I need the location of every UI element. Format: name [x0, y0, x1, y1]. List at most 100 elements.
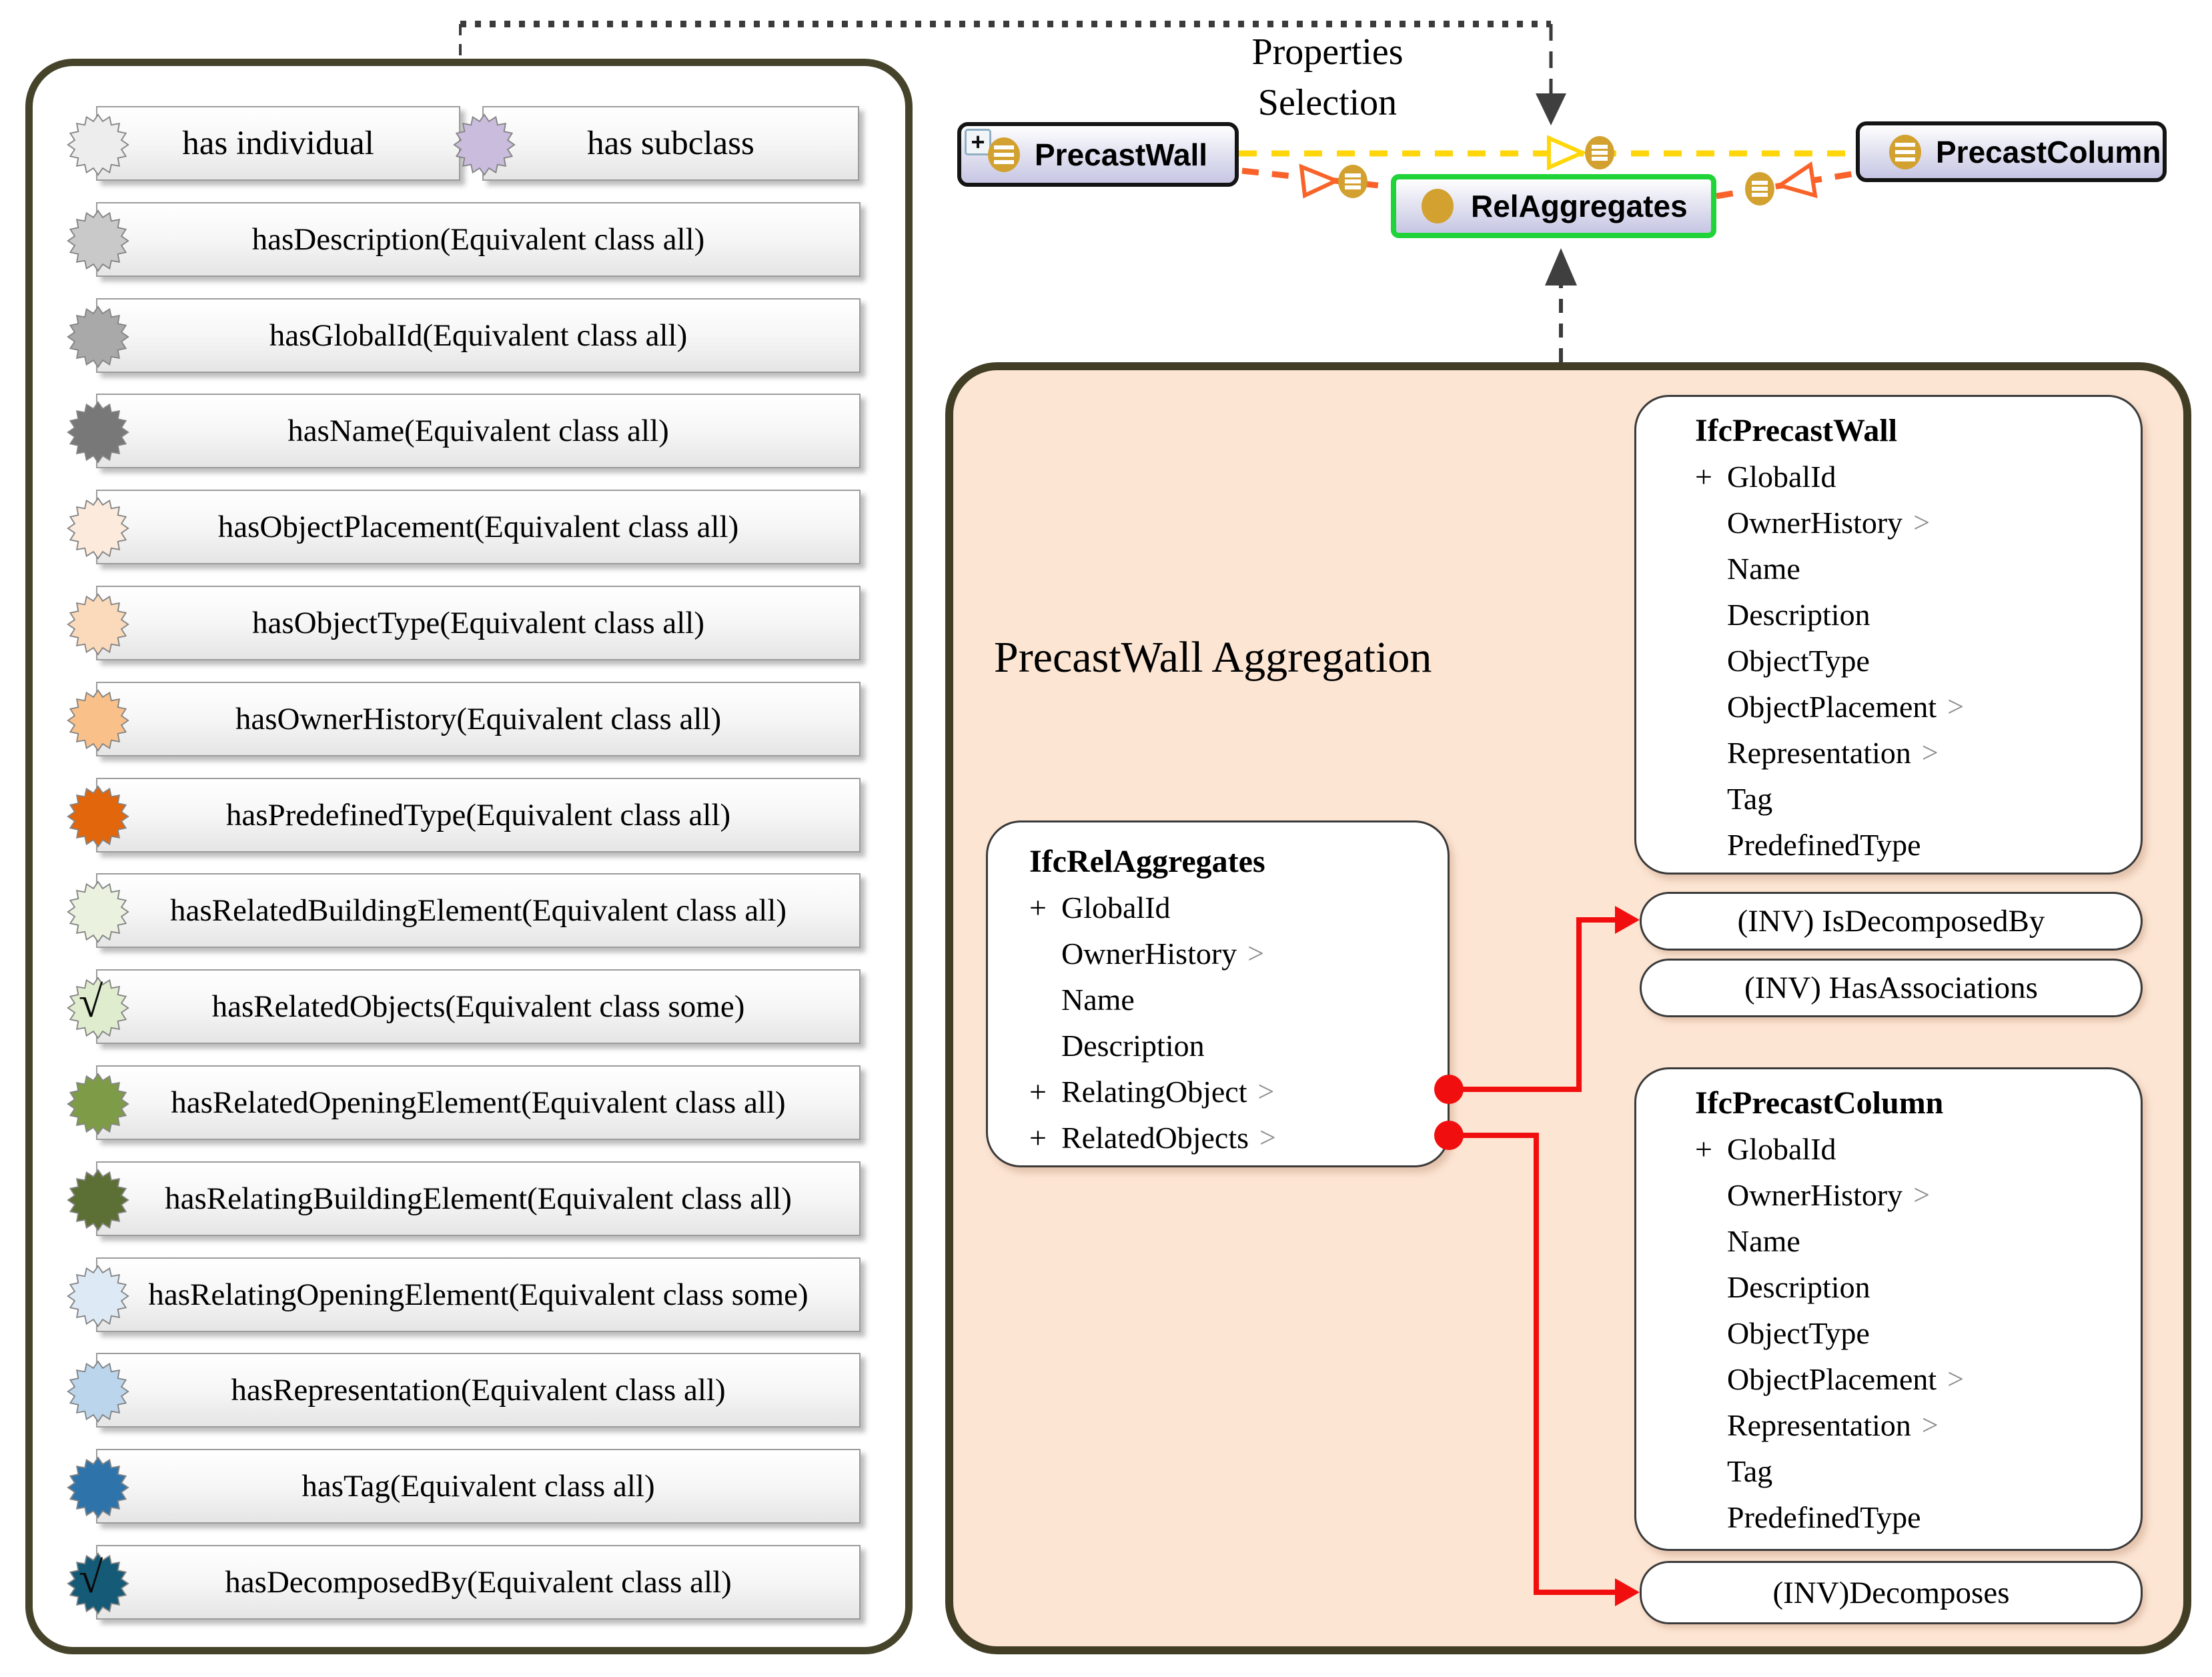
field-label: Representation — [1727, 1408, 1911, 1442]
invbox-label: (INV)Decomposes — [1772, 1575, 2010, 1610]
property-label: hasPredefinedType(Equivalent class all) — [225, 798, 731, 832]
field-label: PredefinedType — [1727, 1500, 1921, 1534]
field-label: OwnerHistory — [1727, 506, 1903, 540]
down-arrowhead-icon — [1536, 93, 1566, 125]
field-label: ObjectPlacement — [1727, 1362, 1937, 1396]
chevron-right-icon: > — [1259, 1121, 1276, 1154]
property-label: hasRelatedBuildingElement(Equivalent cla… — [169, 893, 787, 928]
class-field-row: Representation > — [1695, 1402, 2141, 1448]
field-label: GlobalId — [1061, 891, 1171, 925]
property-label: hasRelatedOpeningElement(Equivalent clas… — [171, 1085, 786, 1120]
class-field-row: ObjectPlacement > — [1695, 684, 2141, 730]
node-label: PrecastColumn — [1936, 134, 2161, 169]
property-star-icon — [67, 1073, 129, 1135]
field-label: ObjectType — [1727, 644, 1870, 678]
yellow-link-connector — [1239, 136, 1856, 169]
classbox-title: IfcRelAggregates — [1029, 844, 1265, 879]
property-button[interactable]: √hasRelatedObjects(Equivalent class some… — [67, 969, 861, 1044]
mandatory-plus-icon: + — [1029, 1121, 1047, 1155]
invbox-isdecomposedby: (INV) IsDecomposedBy — [1640, 892, 2143, 951]
mandatory-plus-icon: + — [1029, 891, 1047, 925]
property-button[interactable]: hasOwnerHistory(Equivalent class all) — [67, 682, 861, 756]
chevron-right-icon: > — [1913, 1179, 1930, 1211]
caption-line: Selection — [1257, 82, 1398, 123]
property-label: hasRelatingOpeningElement(Equivalent cla… — [148, 1277, 808, 1312]
field-label: Description — [1727, 1270, 1870, 1304]
node-label: PrecastWall — [1035, 137, 1208, 172]
field-label: RelatingObject — [1061, 1075, 1247, 1109]
property-label: hasRelatingBuildingElement(Equivalent cl… — [165, 1181, 792, 1216]
class-field-row: Description — [1029, 1023, 1448, 1069]
property-button[interactable]: hasGlobalId(Equivalent class all) — [67, 298, 861, 373]
chevron-right-icon: > — [1947, 690, 1965, 723]
aggregation-title: PrecastWall Aggregation — [994, 633, 1432, 682]
property-star-icon — [67, 593, 129, 656]
property-label: hasDescription(Equivalent class all) — [251, 222, 705, 257]
property-star-icon — [67, 1265, 129, 1327]
field-label: Description — [1727, 598, 1870, 632]
chevron-right-icon: > — [1247, 937, 1265, 970]
property-star-icon — [67, 977, 129, 1039]
class-field-row: Representation> — [1695, 730, 2141, 776]
property-button[interactable]: √hasDecomposedBy(Equivalent class all) — [67, 1545, 861, 1620]
class-field-row: ObjectType — [1695, 638, 2141, 684]
property-button[interactable]: hasPredefinedType(Equivalent class all) — [67, 778, 861, 853]
field-label: ObjectPlacement — [1727, 690, 1937, 724]
field-label: GlobalId — [1727, 460, 1836, 494]
property-button[interactable]: has subclass — [453, 106, 859, 181]
field-label: Description — [1061, 1029, 1205, 1063]
class-field-row: OwnerHistory> — [1695, 500, 2141, 546]
property-button[interactable]: hasDescription(Equivalent class all) — [67, 202, 861, 277]
chevron-right-icon: > — [1921, 1409, 1939, 1442]
property-star-icon — [67, 689, 129, 752]
class-field-row: +RelatedObjects> — [1029, 1115, 1448, 1161]
check-icon: √ — [79, 978, 103, 1027]
property-button[interactable]: hasRepresentation(Equivalent class all) — [67, 1353, 861, 1428]
property-button[interactable]: hasName(Equivalent class all) — [67, 394, 861, 468]
invbox-label: (INV) HasAssociations — [1744, 971, 2038, 1005]
property-star-icon — [67, 209, 129, 272]
expand-plus-icon[interactable]: + — [965, 129, 991, 155]
class-field-row: Name — [1029, 977, 1448, 1023]
field-label: Tag — [1727, 1454, 1773, 1488]
property-button[interactable]: hasObjectPlacement(Equivalent class all) — [67, 490, 861, 564]
property-button[interactable]: hasObjectType(Equivalent class all) — [67, 586, 861, 660]
property-star-icon — [67, 497, 129, 560]
property-label: hasDecomposedBy(Equivalent class all) — [225, 1565, 732, 1600]
mandatory-plus-icon: + — [1695, 460, 1712, 494]
node-precastcolumn[interactable]: PrecastColumn — [1856, 121, 2167, 182]
node-precastwall[interactable]: + PrecastWall — [957, 122, 1239, 187]
property-button[interactable]: hasRelatedOpeningElement(Equivalent clas… — [67, 1065, 861, 1140]
mandatory-plus-icon: + — [1695, 1132, 1712, 1166]
property-label: hasRepresentation(Equivalent class all) — [231, 1373, 726, 1408]
class-field-row: OwnerHistory> — [1029, 931, 1448, 977]
invbox-label: (INV) IsDecomposedBy — [1737, 904, 2045, 939]
property-button[interactable]: hasTag(Equivalent class all) — [67, 1449, 861, 1524]
class-circle-icon — [1889, 134, 1921, 169]
node-relaggregates[interactable]: RelAggregates — [1391, 174, 1716, 238]
property-button[interactable]: hasRelatingBuildingElement(Equivalent cl… — [67, 1161, 861, 1236]
class-field-row: Name — [1695, 546, 2141, 592]
invbox-hasassociations: (INV) HasAssociations — [1640, 959, 2143, 1017]
instance-circle-icon — [1422, 189, 1454, 223]
open-arrowhead-icon — [1774, 161, 1818, 199]
chevron-right-icon: > — [1947, 1363, 1965, 1395]
classbox-title: IfcPrecastWall — [1695, 413, 1898, 448]
property-star-icon — [67, 1456, 129, 1519]
class-field-row: Name — [1695, 1218, 2141, 1264]
caption-line: Properties — [1251, 31, 1404, 73]
field-label: OwnerHistory — [1727, 1178, 1903, 1212]
property-button[interactable]: hasRelatedBuildingElement(Equivalent cla… — [67, 873, 861, 948]
orange-link-left-connector — [1241, 165, 1392, 198]
property-label: has subclass — [587, 125, 754, 162]
class-field-row: Description — [1695, 1264, 2141, 1310]
field-label: GlobalId — [1727, 1132, 1836, 1166]
property-button[interactable]: has individual — [67, 106, 460, 181]
property-star-icon — [67, 1360, 129, 1423]
property-label: hasObjectType(Equivalent class all) — [252, 606, 704, 640]
property-button[interactable]: hasRelatingOpeningElement(Equivalent cla… — [67, 1257, 861, 1332]
property-star-icon — [67, 785, 129, 848]
property-label: hasName(Equivalent class all) — [288, 414, 669, 448]
